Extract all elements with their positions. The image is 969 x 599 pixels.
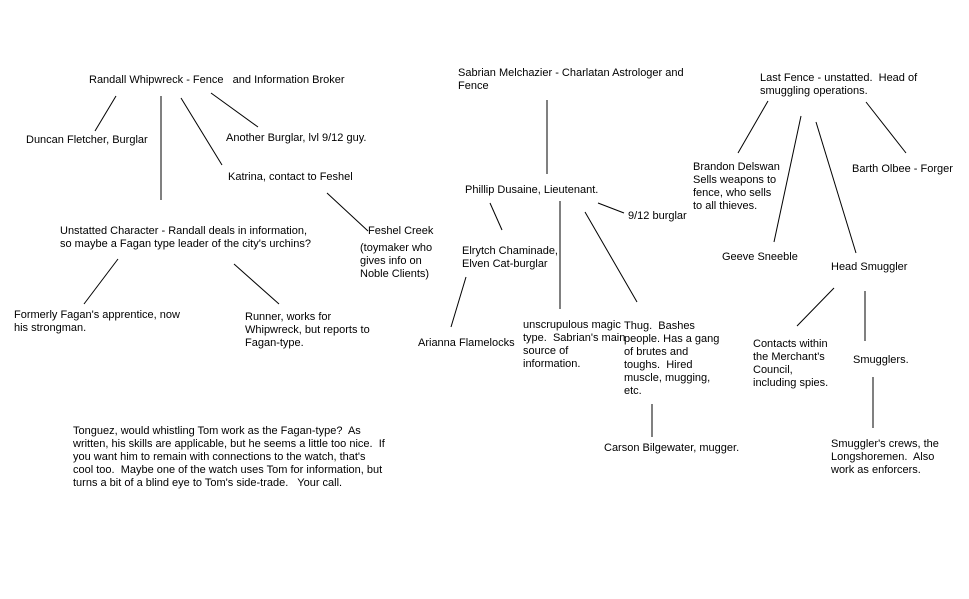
node-katrina: Katrina, contact to Feshel [228, 171, 353, 183]
link-lastfence-head-smuggler [815, 121, 857, 254]
node-smugglers: Smugglers. [853, 354, 909, 366]
node-geeve-sneeble: Geeve Sneeble [722, 251, 798, 263]
node-sabrian-melchazier: Sabrian Melchazier - Charlatan Astrologe… [458, 67, 684, 92]
node-runner: Runner, works for Whipwreck, but reports… [245, 311, 370, 349]
link-lastfence-geeve [773, 115, 802, 243]
node-another-burglar: Another Burglar, lvl 9/12 guy. [226, 132, 367, 144]
link-elrytch-arianna [450, 276, 467, 328]
node-merchant-contacts: Contacts within the Merchant's Council, … [753, 338, 829, 389]
link-headsmuggler-contacts [796, 287, 835, 327]
node-carson-bilgewater: Carson Bilgewater, mugger. [604, 442, 740, 454]
link-phillip-thug [584, 211, 638, 303]
node-head-smuggler: Head Smuggler [831, 261, 908, 273]
link-unstatted-runner [233, 263, 280, 305]
node-elrytch-chaminade: Elrytch Chaminade, Elven Cat-burglar [462, 245, 558, 270]
node-last-fence: Last Fence - unstatted. Head of smugglin… [760, 72, 918, 97]
node-brandon-delswan: Brandon Delswan Sells weapons to fence, … [693, 161, 780, 212]
link-lastfence-barth [865, 101, 907, 154]
link-lastfence-brandon [737, 100, 769, 154]
node-thug: Thug. Bashes people. Has a gang of brute… [624, 320, 720, 397]
node-arianna-flamelocks: Arianna Flamelocks [418, 337, 515, 349]
node-phillip-dusaine: Phillip Dusaine, Lieutenant. [465, 184, 599, 196]
node-unstatted-fagan: Unstatted Character - Randall deals in i… [60, 225, 311, 250]
link-randall-katrina [180, 97, 223, 166]
link-randall-another-burglar [210, 92, 259, 128]
node-burglar-912: 9/12 burglar [628, 210, 687, 222]
node-barth-olbee: Barth Olbee - Forger [852, 163, 953, 175]
node-magic-type: unscrupulous magic type. Sabrian's main … [523, 319, 626, 370]
node-smuggler-crews: Smuggler's crews, the Longshoremen. Also… [831, 438, 939, 476]
node-duncan-fletcher: Duncan Fletcher, Burglar [26, 134, 148, 146]
node-feshel-note: (toymaker who gives info on Noble Client… [360, 242, 433, 280]
node-feshel-creek: Feshel Creek [368, 225, 434, 237]
link-randall-duncan [94, 95, 117, 132]
link-katrina-feshel [326, 192, 369, 232]
node-strongman: Formerly Fagan's apprentice, now his str… [14, 309, 180, 334]
node-randall-whipwreck: Randall Whipwreck - Fence and Informatio… [89, 74, 345, 86]
link-phillip-burglar-912 [597, 202, 625, 214]
note-tonguez: Tonguez, would whistling Tom work as the… [73, 425, 385, 489]
link-phillip-elrytch [489, 202, 503, 231]
link-unstatted-strongman [83, 258, 119, 305]
